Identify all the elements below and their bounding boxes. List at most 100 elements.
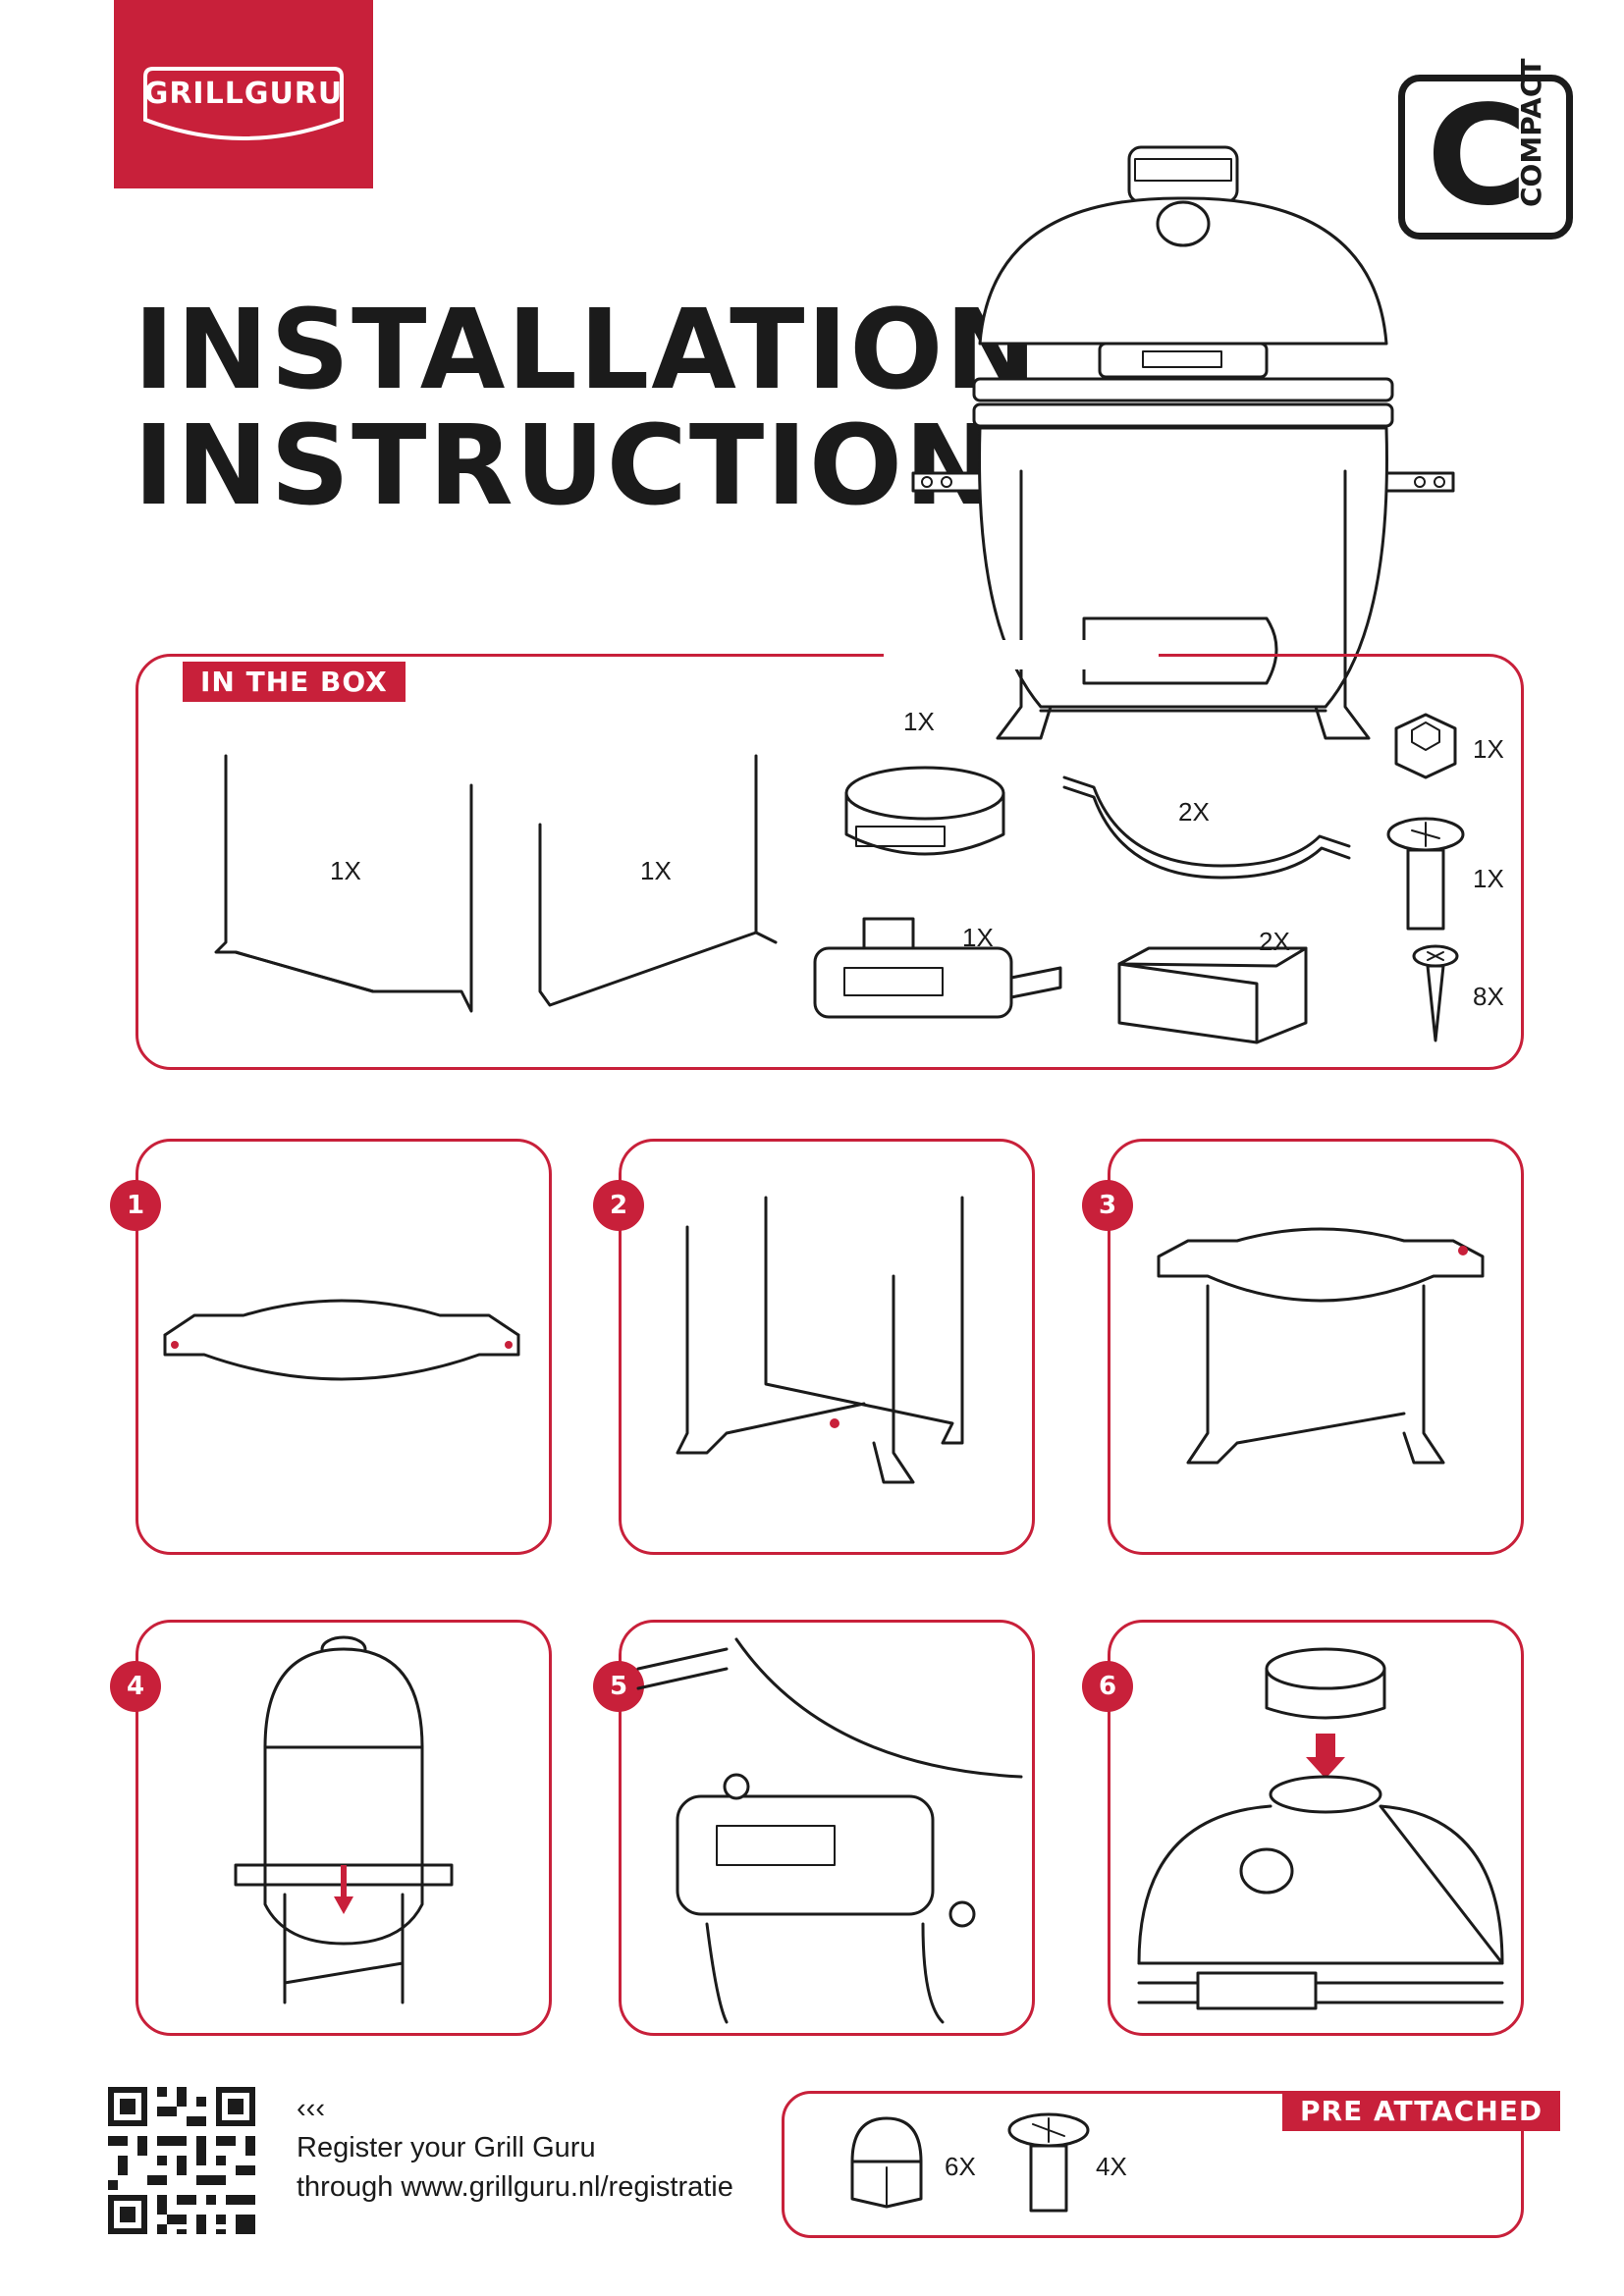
step-4-stand bbox=[283, 1893, 405, 2004]
register-text: ‹‹‹ Register your Grill Guru through www… bbox=[297, 2089, 733, 2207]
step-4-dome bbox=[263, 1647, 424, 1749]
step-4-base bbox=[263, 1745, 424, 1946]
step-4-arms bbox=[234, 1863, 454, 1887]
register-line-1: Register your Grill Guru bbox=[297, 2132, 596, 2163]
screw-illustration bbox=[1412, 944, 1459, 1042]
step-3-panel bbox=[1108, 1139, 1524, 1555]
cap-nut-illustration bbox=[850, 2116, 923, 2209]
step-5-bolt bbox=[948, 1900, 976, 1928]
band-illustration bbox=[1062, 775, 1351, 880]
bolt-cross bbox=[1411, 822, 1440, 847]
screw-shank bbox=[1426, 964, 1445, 1042]
step-6-vent-body bbox=[1265, 1667, 1386, 1720]
step-6-arrow-shaft bbox=[1316, 1734, 1335, 1759]
frame-a-base bbox=[234, 950, 375, 993]
top-vent-illustration bbox=[844, 766, 1005, 856]
bolt-illustration bbox=[1386, 817, 1465, 931]
nut-illustration bbox=[1394, 713, 1457, 779]
step-5-illustration bbox=[636, 1637, 1023, 2024]
step-3-number: 3 bbox=[1082, 1180, 1133, 1231]
grill-handle-plate bbox=[1142, 350, 1222, 368]
grill-top-vent bbox=[1127, 145, 1239, 204]
grill-base bbox=[978, 426, 1388, 709]
stand-frame-b-illustration bbox=[538, 754, 778, 1007]
arm-hole bbox=[941, 476, 952, 488]
step-1-ring-bottom bbox=[163, 1333, 520, 1381]
step-6-handle bbox=[1196, 1971, 1318, 2010]
bolt-thread bbox=[1406, 848, 1445, 931]
step-1-illustration bbox=[163, 1299, 520, 1381]
brand-logo-block: GRILLGURU bbox=[114, 0, 373, 188]
model-badge: C COMPACT bbox=[1398, 59, 1573, 240]
step-4-illustration bbox=[234, 1635, 454, 2004]
bolt-qty: 1X bbox=[1473, 864, 1504, 893]
pre-attached-label: PRE ATTACHED bbox=[1282, 2091, 1561, 2131]
step-6-arrow-head bbox=[1306, 1757, 1345, 1779]
handle-plate bbox=[843, 967, 944, 996]
step-2-illustration bbox=[676, 1196, 964, 1484]
handle-qty: 1X bbox=[962, 923, 994, 952]
screw-qty: 8X bbox=[1473, 982, 1504, 1011]
top-vent-qty: 1X bbox=[903, 707, 935, 736]
step-5-panel bbox=[619, 1620, 1035, 2036]
vent-top bbox=[844, 766, 1005, 821]
grill-leg-right bbox=[1314, 469, 1371, 740]
pre-attached-panel bbox=[782, 2091, 1524, 2238]
nut-hole bbox=[1411, 721, 1440, 751]
band-curve-inner bbox=[1062, 785, 1351, 880]
register-arrows: ‹‹‹ bbox=[297, 2093, 325, 2124]
band-qty: 2X bbox=[1178, 797, 1210, 827]
model-name: COMPACT bbox=[1515, 58, 1547, 207]
model-letter: C bbox=[1427, 77, 1528, 237]
step-4-number: 4 bbox=[110, 1661, 161, 1712]
step-5-dome-edge bbox=[734, 1637, 1023, 1779]
cap-nut-qty: 6X bbox=[945, 2152, 976, 2181]
step-2-panel bbox=[619, 1139, 1035, 1555]
step-6-thermometer bbox=[1239, 1847, 1294, 1895]
step-4-arrow-head bbox=[334, 1896, 353, 1914]
block-sides bbox=[1117, 946, 1308, 1044]
pre-bolt-illustration bbox=[1007, 2112, 1090, 2213]
pre-bolt-thread bbox=[1029, 2144, 1068, 2213]
page-title: INSTALLATION INSTRUCTIONS bbox=[134, 293, 1080, 524]
handle-brackets bbox=[862, 917, 1062, 999]
step-2-frames bbox=[676, 1196, 964, 1455]
step-2-bolt-marker bbox=[830, 1418, 839, 1428]
grill-thermometer bbox=[1156, 200, 1211, 247]
title-line-1: INSTALLATION bbox=[134, 287, 1040, 414]
logo-text: GRILLGURU bbox=[143, 77, 344, 111]
stand-frame-a-qty: 1X bbox=[330, 856, 361, 885]
step-6-bands bbox=[1137, 1961, 1504, 2004]
grill-dome bbox=[978, 196, 1388, 346]
cap-nut-dome bbox=[850, 2116, 923, 2163]
in-the-box-panel bbox=[135, 654, 1524, 1070]
pre-bolt-qty: 4X bbox=[1096, 2152, 1127, 2181]
pre-bolt-cross bbox=[1032, 2117, 1065, 2143]
stand-frame-b-qty: 1X bbox=[640, 856, 672, 885]
step-3-illustration bbox=[1157, 1227, 1485, 1465]
step-6-panel bbox=[1108, 1620, 1524, 2036]
step-1-ring-top bbox=[163, 1299, 520, 1337]
logo-badge-shape bbox=[143, 67, 344, 140]
step-1-screw-marker bbox=[171, 1341, 179, 1349]
qr-code[interactable] bbox=[108, 2087, 255, 2234]
step-6-dome bbox=[1137, 1804, 1504, 1965]
arm-hole bbox=[921, 476, 933, 488]
step-5-bolt bbox=[723, 1773, 750, 1800]
grill-band-upper bbox=[972, 377, 1394, 402]
grill-band-lower bbox=[972, 402, 1394, 428]
register-line-2[interactable]: through www.grillguru.nl/registratie bbox=[297, 2171, 733, 2203]
step-5-number: 5 bbox=[593, 1661, 644, 1712]
step-3-stand bbox=[1186, 1284, 1445, 1465]
vent-body bbox=[844, 791, 1005, 856]
title-line-2: INSTRUCTIONS bbox=[134, 402, 1080, 530]
arm-hole bbox=[1414, 476, 1426, 488]
in-the-box-label: IN THE BOX bbox=[183, 662, 406, 702]
screw-cross bbox=[1427, 951, 1444, 961]
handle-illustration bbox=[813, 917, 1062, 1019]
frame-b-outline bbox=[538, 754, 758, 1007]
step-2-number: 2 bbox=[593, 1180, 644, 1231]
step-1-panel bbox=[135, 1139, 552, 1555]
step-3-bolt-marker bbox=[1458, 1246, 1468, 1255]
frame-b-foot bbox=[754, 931, 778, 944]
